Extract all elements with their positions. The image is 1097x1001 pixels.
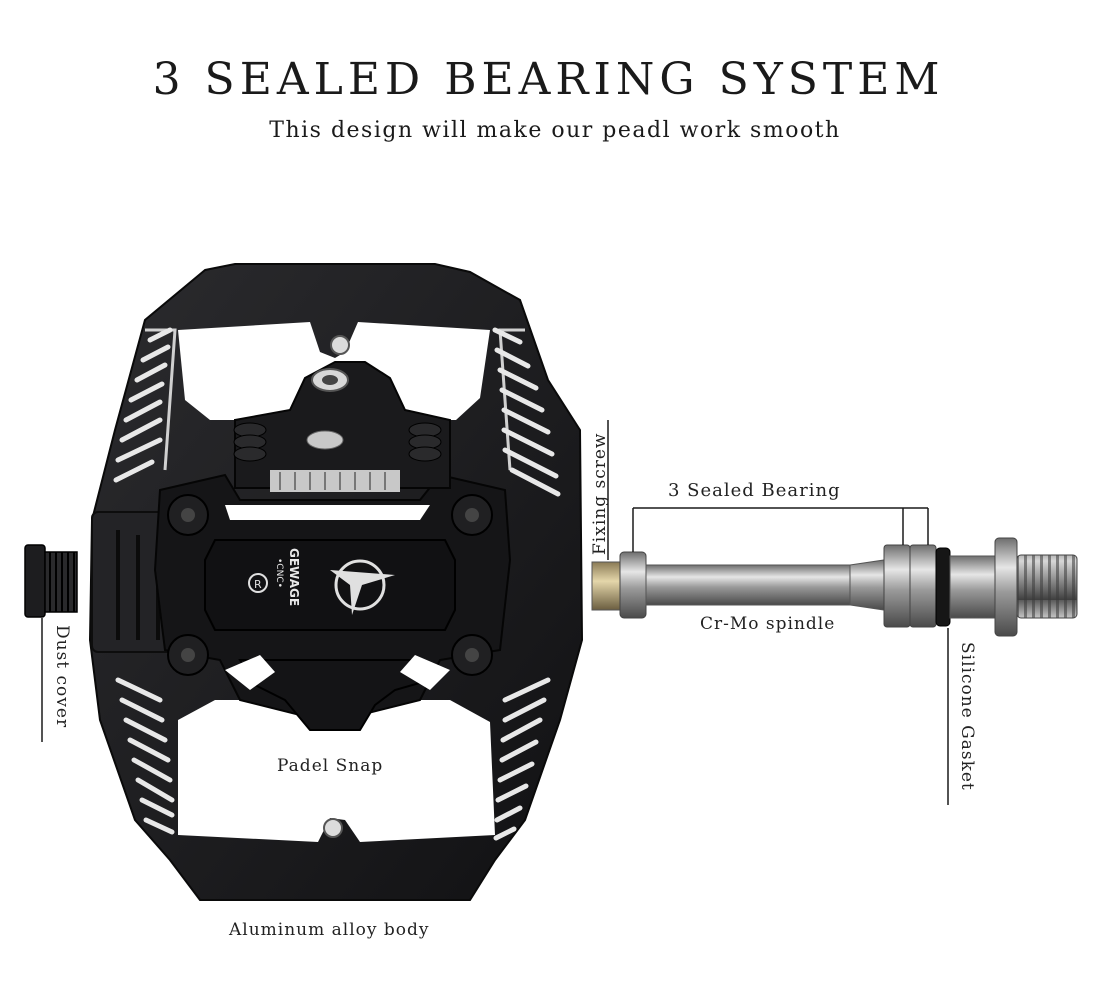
label-dust-cover: Dust cover xyxy=(52,625,72,729)
label-padel-snap: Padel Snap xyxy=(277,756,384,776)
fixing-nut xyxy=(591,561,621,611)
brand-star-logo xyxy=(330,559,395,615)
grip-stripes-left-bottom xyxy=(115,677,175,835)
label-aluminum-body: Aluminum alloy body xyxy=(229,920,430,940)
label-silicone-gasket: Silicone Gasket xyxy=(957,642,977,791)
svg-text:R: R xyxy=(254,578,262,591)
label-sealed-bearing: 3 Sealed Bearing xyxy=(668,480,841,501)
spring-right xyxy=(408,422,442,462)
torx-screws xyxy=(167,494,493,676)
brand-logo-sub: •CNC• xyxy=(274,558,284,588)
brand-plate xyxy=(204,539,456,631)
grip-stripes-right-top xyxy=(492,327,561,497)
page-title: 3 SEALED BEARING SYSTEM xyxy=(152,54,945,105)
grip-stripes-left-top xyxy=(113,327,173,483)
grip-stripes-right-bottom xyxy=(493,677,551,841)
screw-top xyxy=(330,335,350,355)
bottom-cutout xyxy=(178,700,495,842)
registered-mark xyxy=(248,573,268,593)
dust-cover-part xyxy=(24,544,78,618)
spring-left xyxy=(233,422,267,462)
brand-logo-text: GEWAGE xyxy=(287,548,301,606)
spindle-assembly xyxy=(591,537,1078,637)
screw-bottom xyxy=(323,818,343,838)
label-fixing-screw: Fixing screw xyxy=(590,432,610,555)
page-subtitle: This design will make our peadl work smo… xyxy=(269,118,841,143)
label-spindle: Cr-Mo spindle xyxy=(700,614,836,634)
callout-lines xyxy=(41,420,949,805)
silicone-gasket-part xyxy=(935,547,951,627)
